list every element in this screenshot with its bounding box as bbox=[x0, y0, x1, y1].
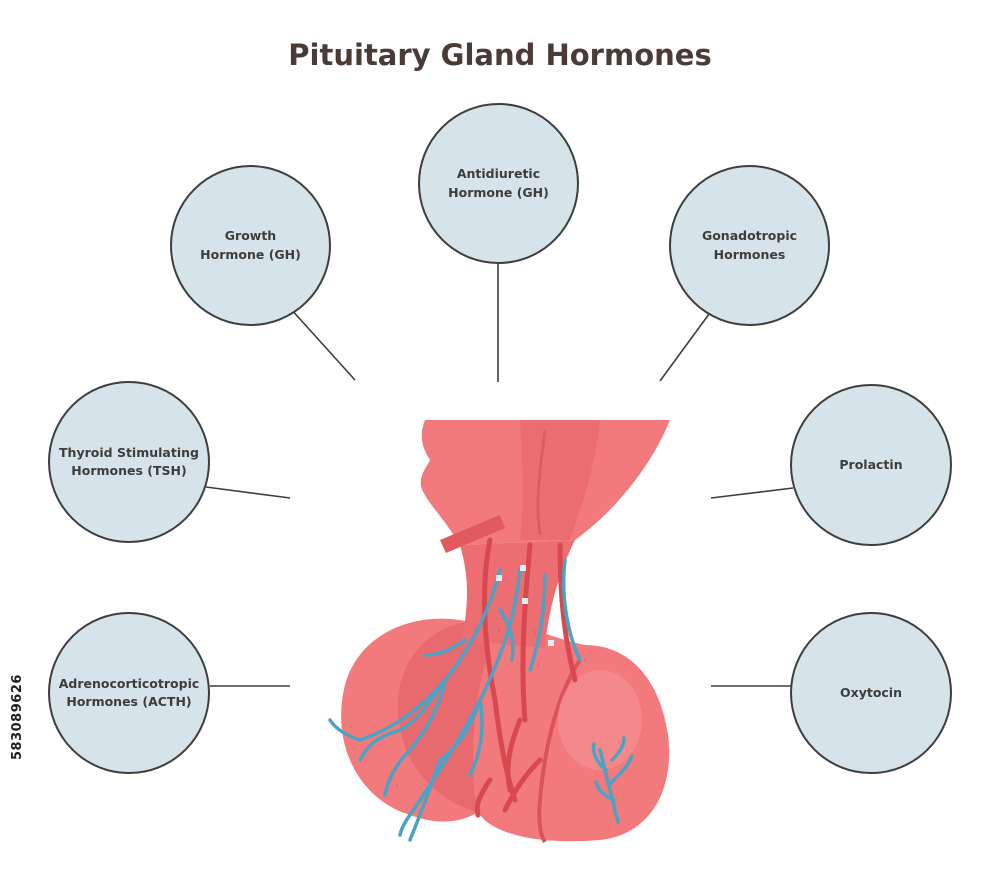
label-acth: Adrenocorticotropic Hormones (ACTH) bbox=[58, 675, 200, 709]
gland-lobe-divider bbox=[537, 658, 582, 844]
bubble-gonadotropic-hormones: Gonadotropic Hormones bbox=[669, 165, 830, 326]
connector-gonadotropic bbox=[659, 309, 713, 382]
bubble-antidiuretic-hormone: Antidiuretic Hormone (GH) bbox=[418, 103, 579, 264]
bubble-prolactin: Prolactin bbox=[790, 384, 952, 546]
bubble-thyroid-stimulating: Thyroid Stimulating Hormones (TSH) bbox=[48, 381, 210, 543]
pituitary-gland bbox=[328, 420, 670, 844]
side-artery bbox=[440, 515, 505, 553]
diagram-title: Pituitary Gland Hormones bbox=[288, 38, 712, 72]
bubble-oxytocin: Oxytocin bbox=[790, 612, 952, 774]
bubble-acth: Adrenocorticotropic Hormones (ACTH) bbox=[48, 612, 210, 774]
label-prolactin: Prolactin bbox=[839, 456, 903, 472]
connector-prolactin bbox=[710, 487, 794, 499]
label-antidiuretic-hormone: Antidiuretic Hormone (GH) bbox=[448, 166, 549, 200]
hypothalamus-shade bbox=[520, 420, 600, 540]
connector-thyroid bbox=[205, 486, 291, 499]
stock-id-watermark: 583089626 bbox=[10, 674, 25, 760]
label-thyroid-stimulating: Thyroid Stimulating Hormones (TSH) bbox=[59, 444, 199, 478]
gland-lobe-shade-left bbox=[397, 622, 490, 812]
label-oxytocin: Oxytocin bbox=[840, 684, 902, 700]
label-growth-hormone: Growth Hormone (GH) bbox=[200, 228, 301, 262]
connector-lines bbox=[205, 250, 794, 687]
hypothalamus-fold bbox=[536, 429, 547, 536]
vessel-nodes bbox=[496, 565, 554, 646]
label-gonadotropic-hormones: Gonadotropic Hormones bbox=[701, 228, 798, 262]
bubble-growth-hormone: Growth Hormone (GH) bbox=[170, 165, 331, 326]
portal-vessels bbox=[328, 558, 634, 842]
connector-growth bbox=[289, 307, 356, 381]
red-vessels bbox=[474, 537, 578, 818]
